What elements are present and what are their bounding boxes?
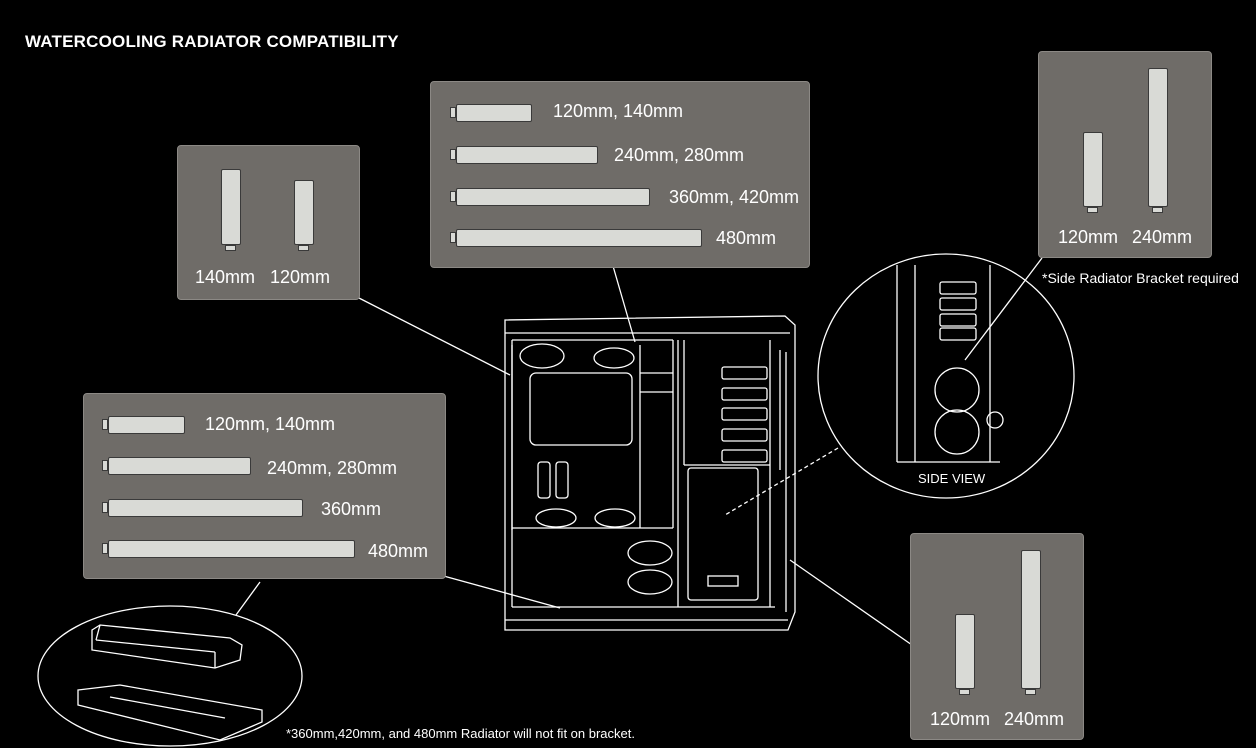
- top-label-2: 240mm, 280mm: [614, 145, 745, 165]
- bottom-label-1: 120mm, 140mm: [205, 414, 336, 434]
- leader-line-side-view: [724, 447, 839, 516]
- leader-line-bracket: [235, 581, 261, 616]
- radiator-240-vertical: [1148, 68, 1168, 213]
- left-top-panel: 140mm 120mm: [177, 145, 360, 300]
- radiator-120-140: [450, 104, 532, 122]
- bottom-label-4: 480mm: [368, 541, 429, 561]
- radiator-480: [102, 540, 355, 558]
- top-panel: 120mm, 140mm 240mm, 280mm 360mm, 420mm 4…: [430, 81, 810, 268]
- bottom-label-3: 360mm: [321, 499, 382, 519]
- right-bottom-label-2: 240mm: [1004, 709, 1065, 729]
- radiator-140-vertical: [221, 169, 241, 251]
- radiator-120-vertical: [955, 614, 975, 695]
- right-top-label-1: 120mm: [1058, 227, 1119, 247]
- left-top-label-2: 120mm: [270, 267, 331, 287]
- right-bottom-label-1: 120mm: [930, 709, 991, 729]
- left-top-label-1: 140mm: [195, 267, 256, 287]
- side-bracket-note: *Side Radiator Bracket required: [1042, 270, 1239, 286]
- leader-line-front-top: [356, 296, 511, 376]
- page-title: WATERCOOLING RADIATOR COMPATIBILITY: [25, 32, 399, 51]
- case-outline: [504, 315, 796, 631]
- radiator-240-280: [102, 457, 251, 475]
- top-label-3: 360mm, 420mm: [669, 187, 800, 207]
- side-view-circle: [817, 253, 1075, 499]
- radiator-240-280: [450, 146, 598, 164]
- bracket-note: *360mm,420mm, and 480mm Radiator will no…: [286, 726, 635, 741]
- left-bottom-panel: 120mm, 140mm 240mm, 280mm 360mm 480mm: [83, 393, 446, 579]
- radiator-120-vertical: [294, 180, 314, 251]
- radiator-120-vertical: [1083, 132, 1103, 213]
- right-top-label-2: 240mm: [1132, 227, 1193, 247]
- side-view-label: SIDE VIEW: [918, 471, 986, 486]
- bracket-circle: [37, 605, 303, 747]
- radiator-360-420: [450, 188, 650, 206]
- leader-line-bottom: [439, 574, 561, 609]
- radiator-360: [102, 499, 303, 517]
- radiator-120-140: [102, 416, 185, 434]
- top-label-1: 120mm, 140mm: [553, 101, 684, 121]
- radiator-480: [450, 229, 702, 247]
- top-label-4: 480mm: [716, 228, 777, 248]
- leader-line-top: [612, 265, 636, 343]
- leader-line-side-top: [964, 257, 1043, 361]
- right-top-panel: 120mm 240mm: [1038, 51, 1212, 258]
- right-bottom-panel: 120mm 240mm: [910, 533, 1084, 740]
- leader-line-side-bottom: [789, 559, 913, 646]
- bottom-label-2: 240mm, 280mm: [267, 458, 398, 478]
- radiator-240-vertical: [1021, 550, 1041, 695]
